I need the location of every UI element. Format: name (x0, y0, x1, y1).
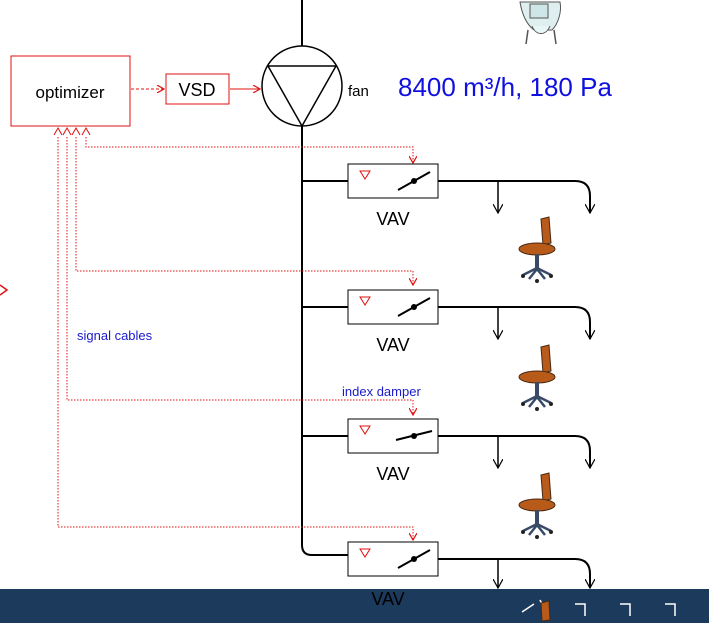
person-at-computer-icon (519, 1, 561, 45)
vav-unit-3: VAV (302, 418, 590, 484)
pressure-sensor-icon (359, 548, 371, 558)
offscreen-signal-arrow (0, 284, 9, 296)
vav-label: VAV (376, 209, 409, 229)
vav-unit-2: VAV (302, 289, 590, 355)
vsd-label: VSD (178, 80, 215, 100)
pressure-sensor-icon (359, 170, 371, 180)
signal-input-arrows (53, 126, 91, 136)
footer-band (0, 589, 709, 623)
vav-label: VAV (371, 589, 404, 609)
vav-unit-1: VAV (302, 163, 590, 229)
vav-unit-4 (347, 541, 590, 588)
fan-symbol (261, 45, 343, 128)
office-chair-icon (518, 344, 556, 411)
office-chair-icon (518, 216, 556, 283)
pressure-sensor-icon (359, 425, 371, 435)
office-chair-icon (540, 600, 551, 622)
office-chair-icon (518, 472, 556, 539)
index-damper-label: index damper (342, 384, 421, 399)
signal-cables-label: signal cables (77, 328, 153, 343)
fan-spec: 8400 m³/h, 180 Pa (398, 72, 612, 102)
vav-label: VAV (376, 335, 409, 355)
optimizer-label: optimizer (36, 83, 105, 102)
signal-cables (57, 137, 413, 540)
main-duct (301, 0, 348, 556)
vsd-box (165, 73, 230, 105)
optimizer-box (10, 55, 131, 127)
vav-label: VAV (376, 464, 409, 484)
fan-label: fan (348, 83, 369, 100)
pressure-sensor-icon (359, 296, 371, 306)
